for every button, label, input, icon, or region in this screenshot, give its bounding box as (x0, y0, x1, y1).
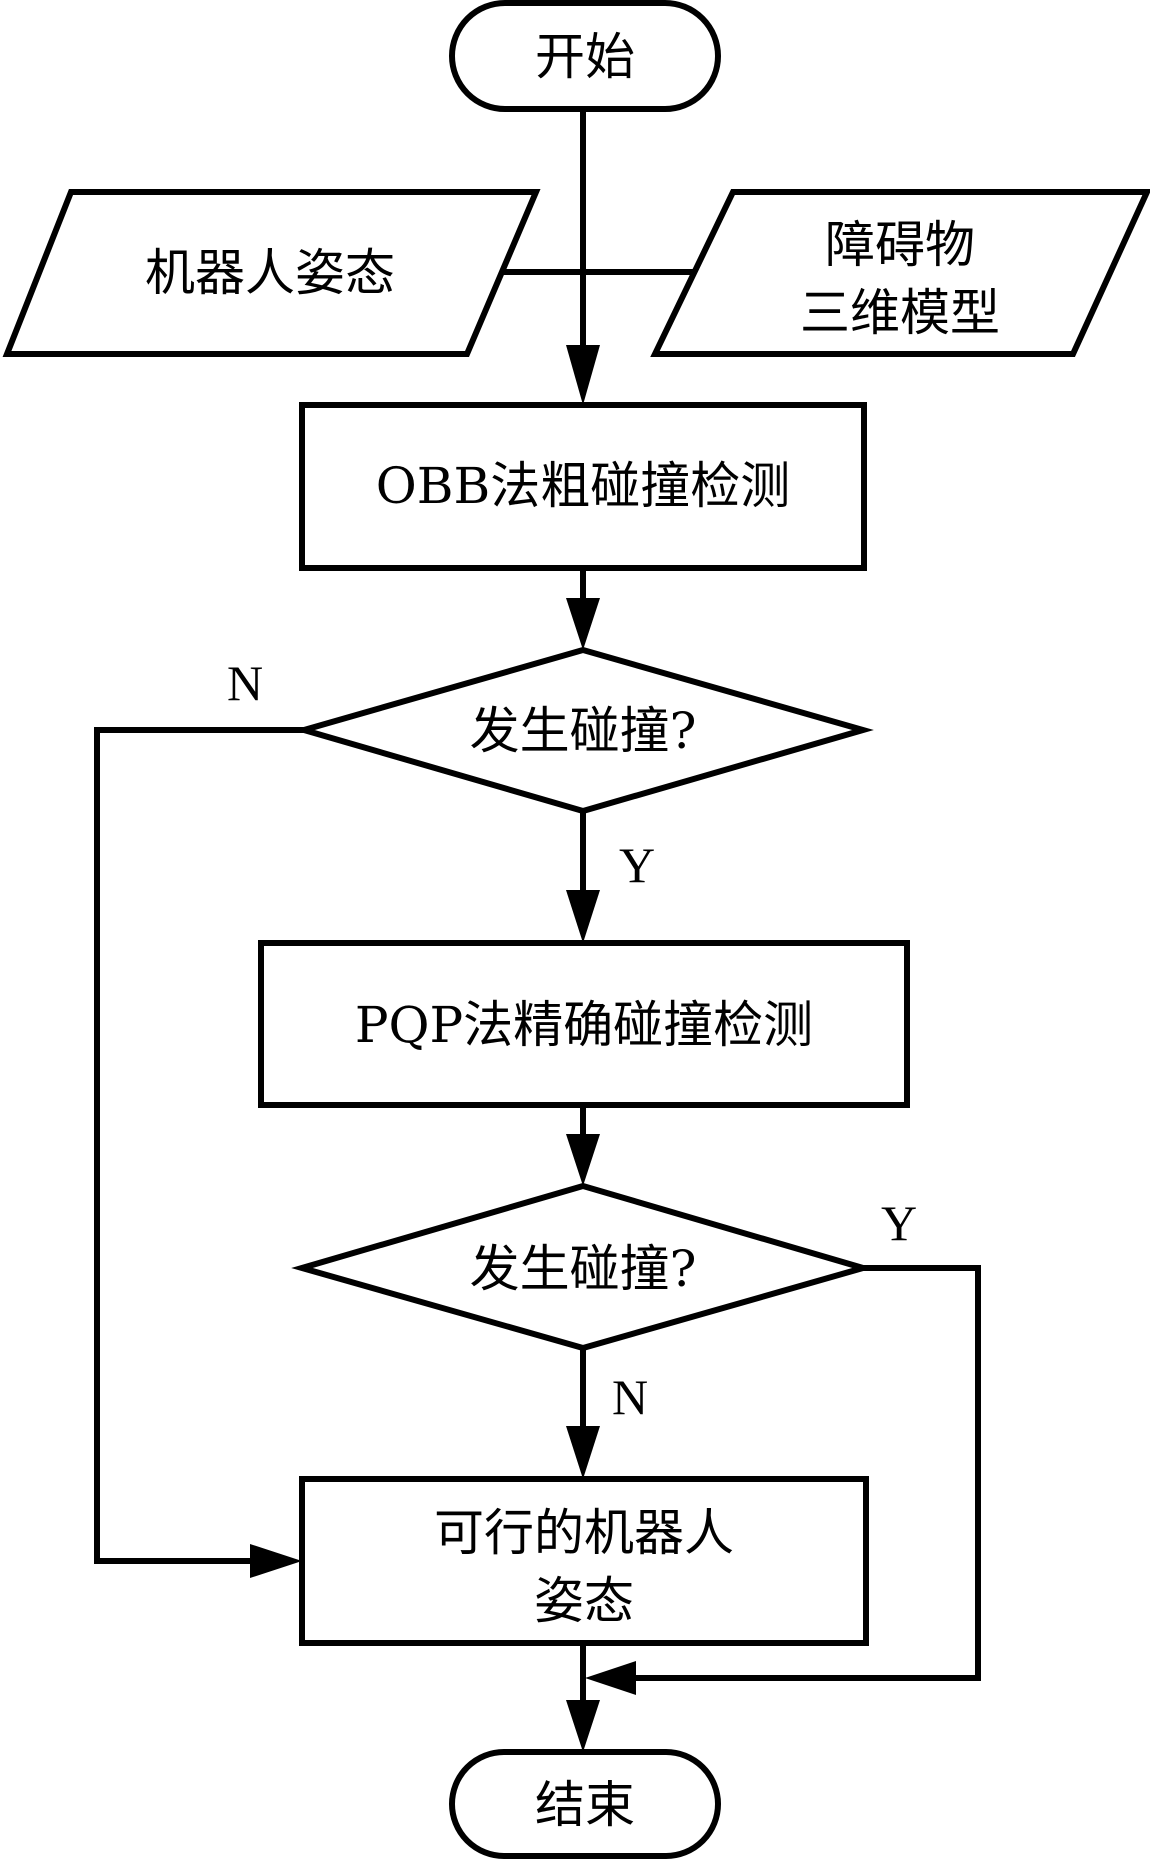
decision2-no-label: N (612, 1369, 648, 1425)
arrowhead-merge-right (585, 1661, 636, 1695)
obb-process-node (299, 402, 867, 571)
decision1-node (293, 646, 874, 815)
input-obstacle-model (650, 189, 1150, 357)
arrowhead-to-end (566, 1700, 600, 1752)
pqp-process-node (258, 940, 910, 1108)
arrowhead-to-pqp (566, 890, 600, 943)
result-line2: 姿态 (534, 1572, 634, 1630)
edge-decision2-yes (636, 1265, 981, 1681)
edge-decision1-no (94, 727, 304, 1564)
pqp-process-label: PQP法精确碰撞检测 (355, 996, 813, 1054)
input-obstacle-line1: 障碍物 (825, 216, 975, 274)
decision2-node (291, 1182, 874, 1352)
input-robot-pose-label: 机器人姿态 (145, 244, 395, 302)
decision1-no-label: N (227, 655, 263, 711)
decision1-yes-label: Y (619, 837, 655, 893)
decision2-yes-label: Y (881, 1195, 917, 1251)
input-obstacle-line2: 三维模型 (800, 284, 1000, 342)
end-label: 结束 (535, 1776, 635, 1834)
arrowhead-to-result-left (250, 1544, 302, 1578)
arrowhead-to-obb (566, 345, 600, 405)
arrowhead-to-decision2 (566, 1134, 600, 1186)
arrowhead-to-decision1 (566, 598, 600, 650)
obb-process-label: OBB法粗碰撞检测 (376, 457, 790, 515)
result-line1: 可行的机器人 (434, 1504, 734, 1562)
result-process-node (299, 1476, 869, 1646)
arrowhead-to-result (566, 1426, 600, 1479)
decision1-label: 发生碰撞? (470, 702, 697, 760)
start-node (449, 0, 721, 112)
input-robot-pose (2, 189, 541, 357)
decision2-label: 发生碰撞? (470, 1240, 697, 1298)
start-label: 开始 (535, 28, 635, 86)
end-node (449, 1749, 721, 1859)
